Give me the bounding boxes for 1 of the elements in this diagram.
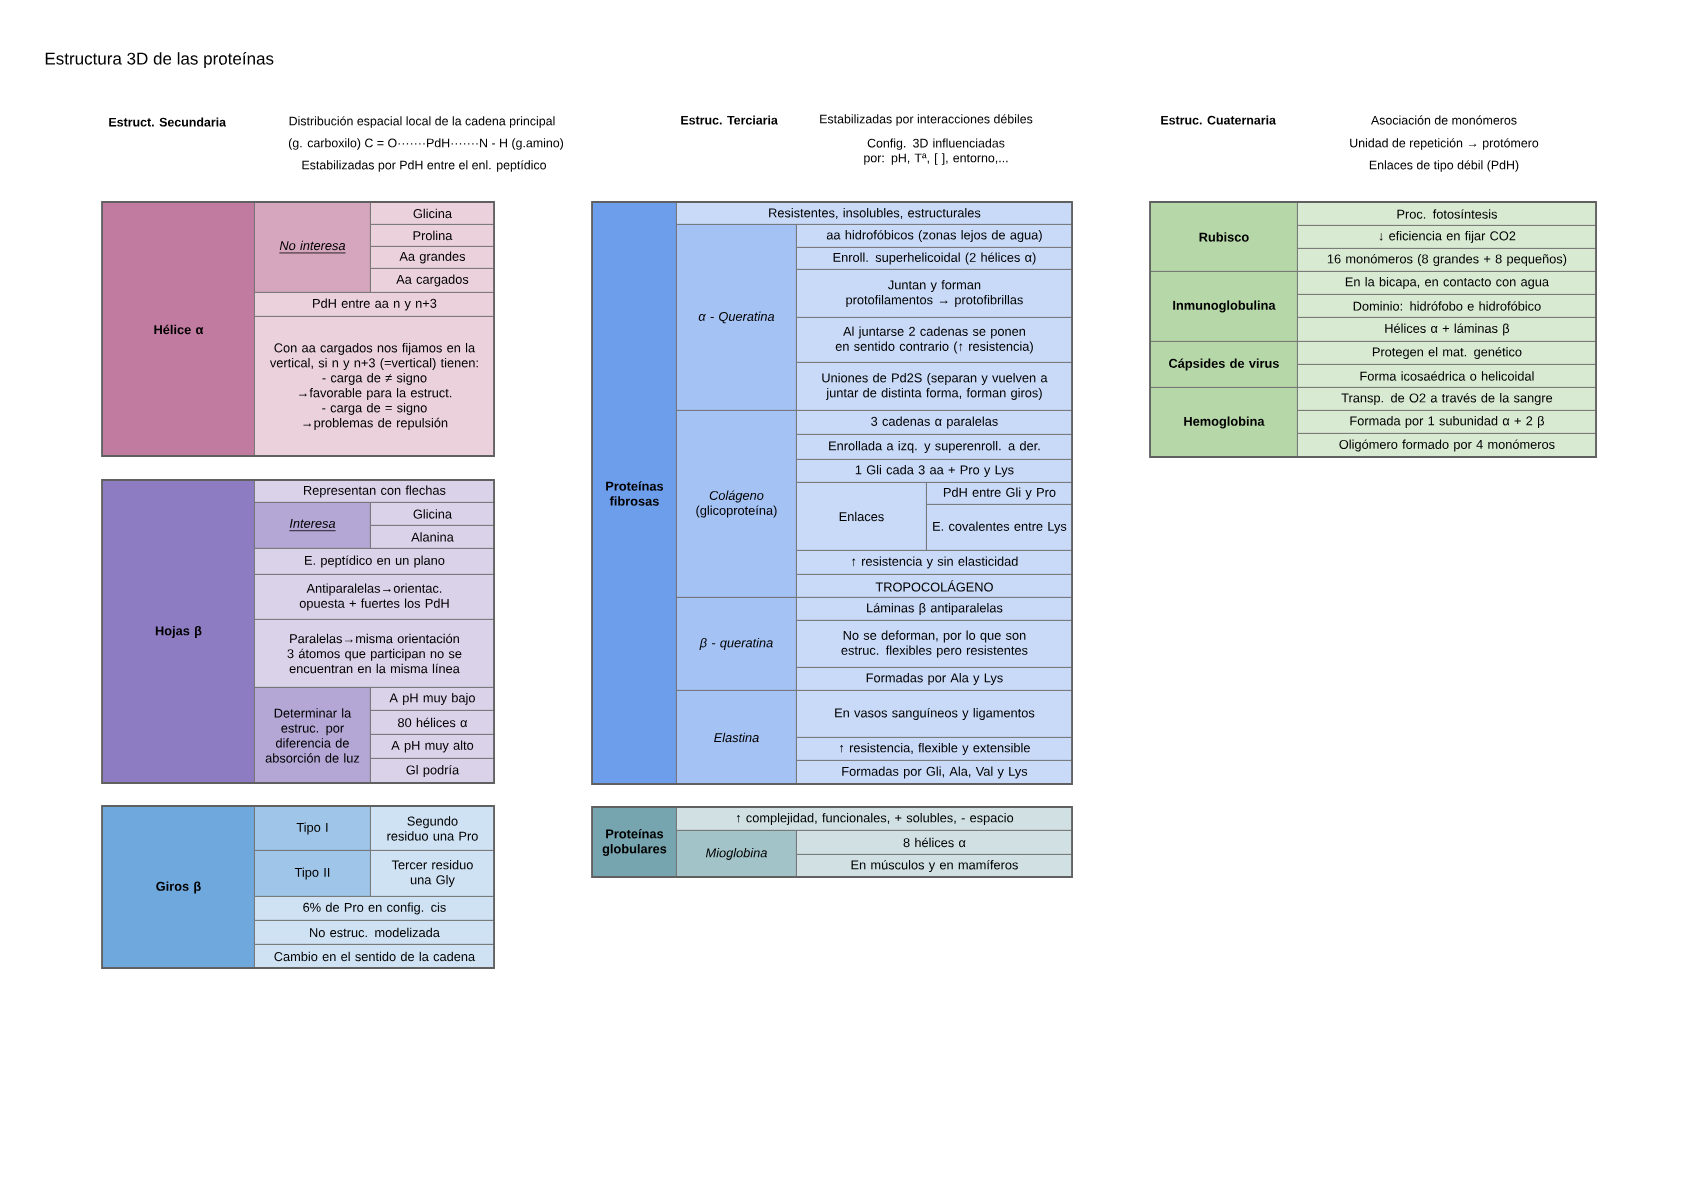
title: Estructura 3D de las proteínas: [45, 51, 274, 68]
